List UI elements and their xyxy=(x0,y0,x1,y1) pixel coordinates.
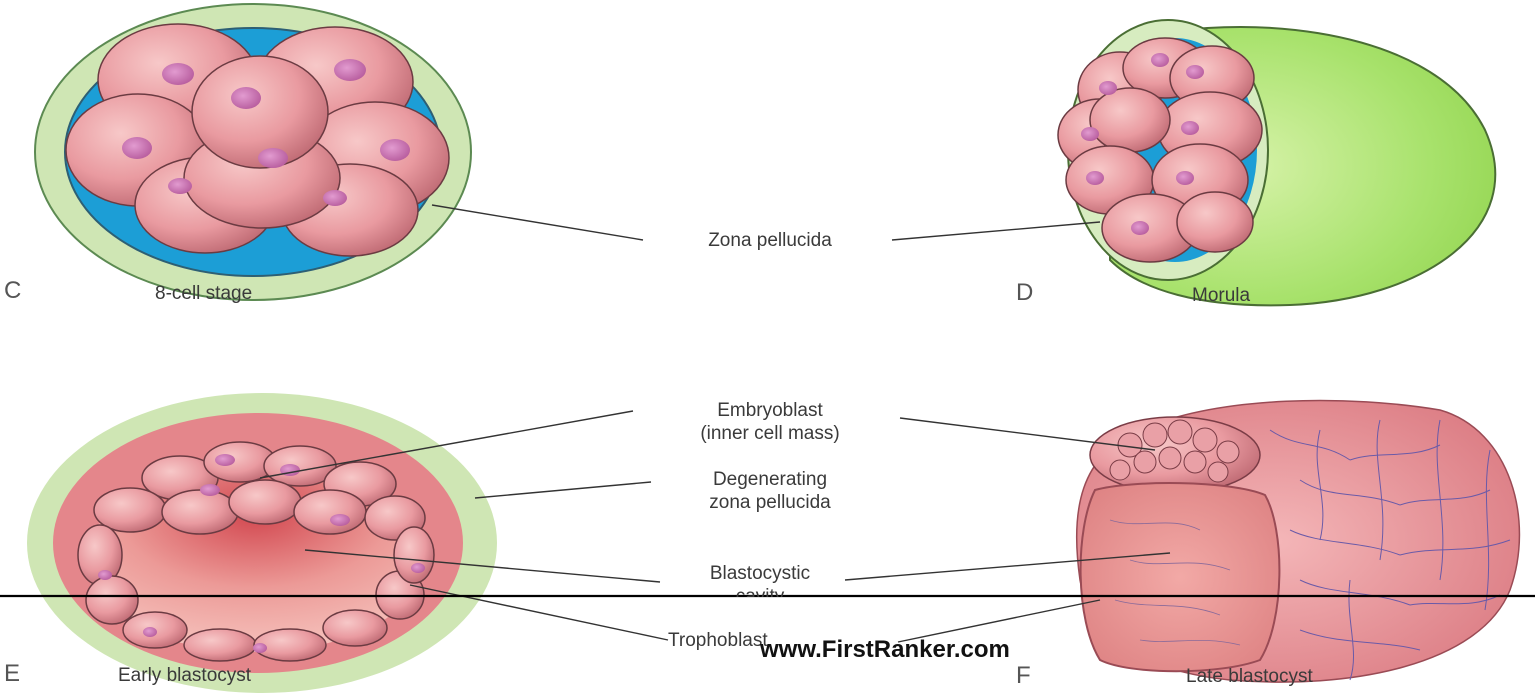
eight-cell-stage-figure xyxy=(35,4,471,300)
degenerating-zona-label-line2: zona pellucida xyxy=(650,492,890,514)
morula-figure xyxy=(1058,20,1495,305)
watermark-text: www.FirstRanker.com xyxy=(760,636,1010,664)
late-blastocyst-figure xyxy=(1077,400,1520,682)
embryoblast-label-line1: Embryoblast xyxy=(640,400,900,422)
blastocystic-cavity-label-line2: cavity xyxy=(650,586,870,597)
caption-early-blastocyst: Early blastocyst xyxy=(118,665,318,687)
panel-letter-c: C xyxy=(4,277,21,305)
caption-8-cell-stage: 8-cell stage xyxy=(155,283,325,305)
blastocystic-cavity-label-line1: Blastocystic xyxy=(650,563,870,585)
blastocystic-cavity-f xyxy=(1081,483,1280,671)
early-blastocyst-figure xyxy=(27,393,497,693)
panel-letter-e: E xyxy=(4,660,20,688)
zona-pellucida-label: Zona pellucida xyxy=(650,230,890,252)
embryoblast-label-line2: (inner cell mass) xyxy=(640,423,900,445)
panel-letter-f: F xyxy=(1016,662,1031,690)
degenerating-zona-label-line1: Degenerating xyxy=(650,469,890,491)
panel-letter-d: D xyxy=(1016,279,1033,307)
caption-late-blastocyst: Late blastocyst xyxy=(1186,666,1386,688)
caption-morula: Morula xyxy=(1192,285,1312,307)
